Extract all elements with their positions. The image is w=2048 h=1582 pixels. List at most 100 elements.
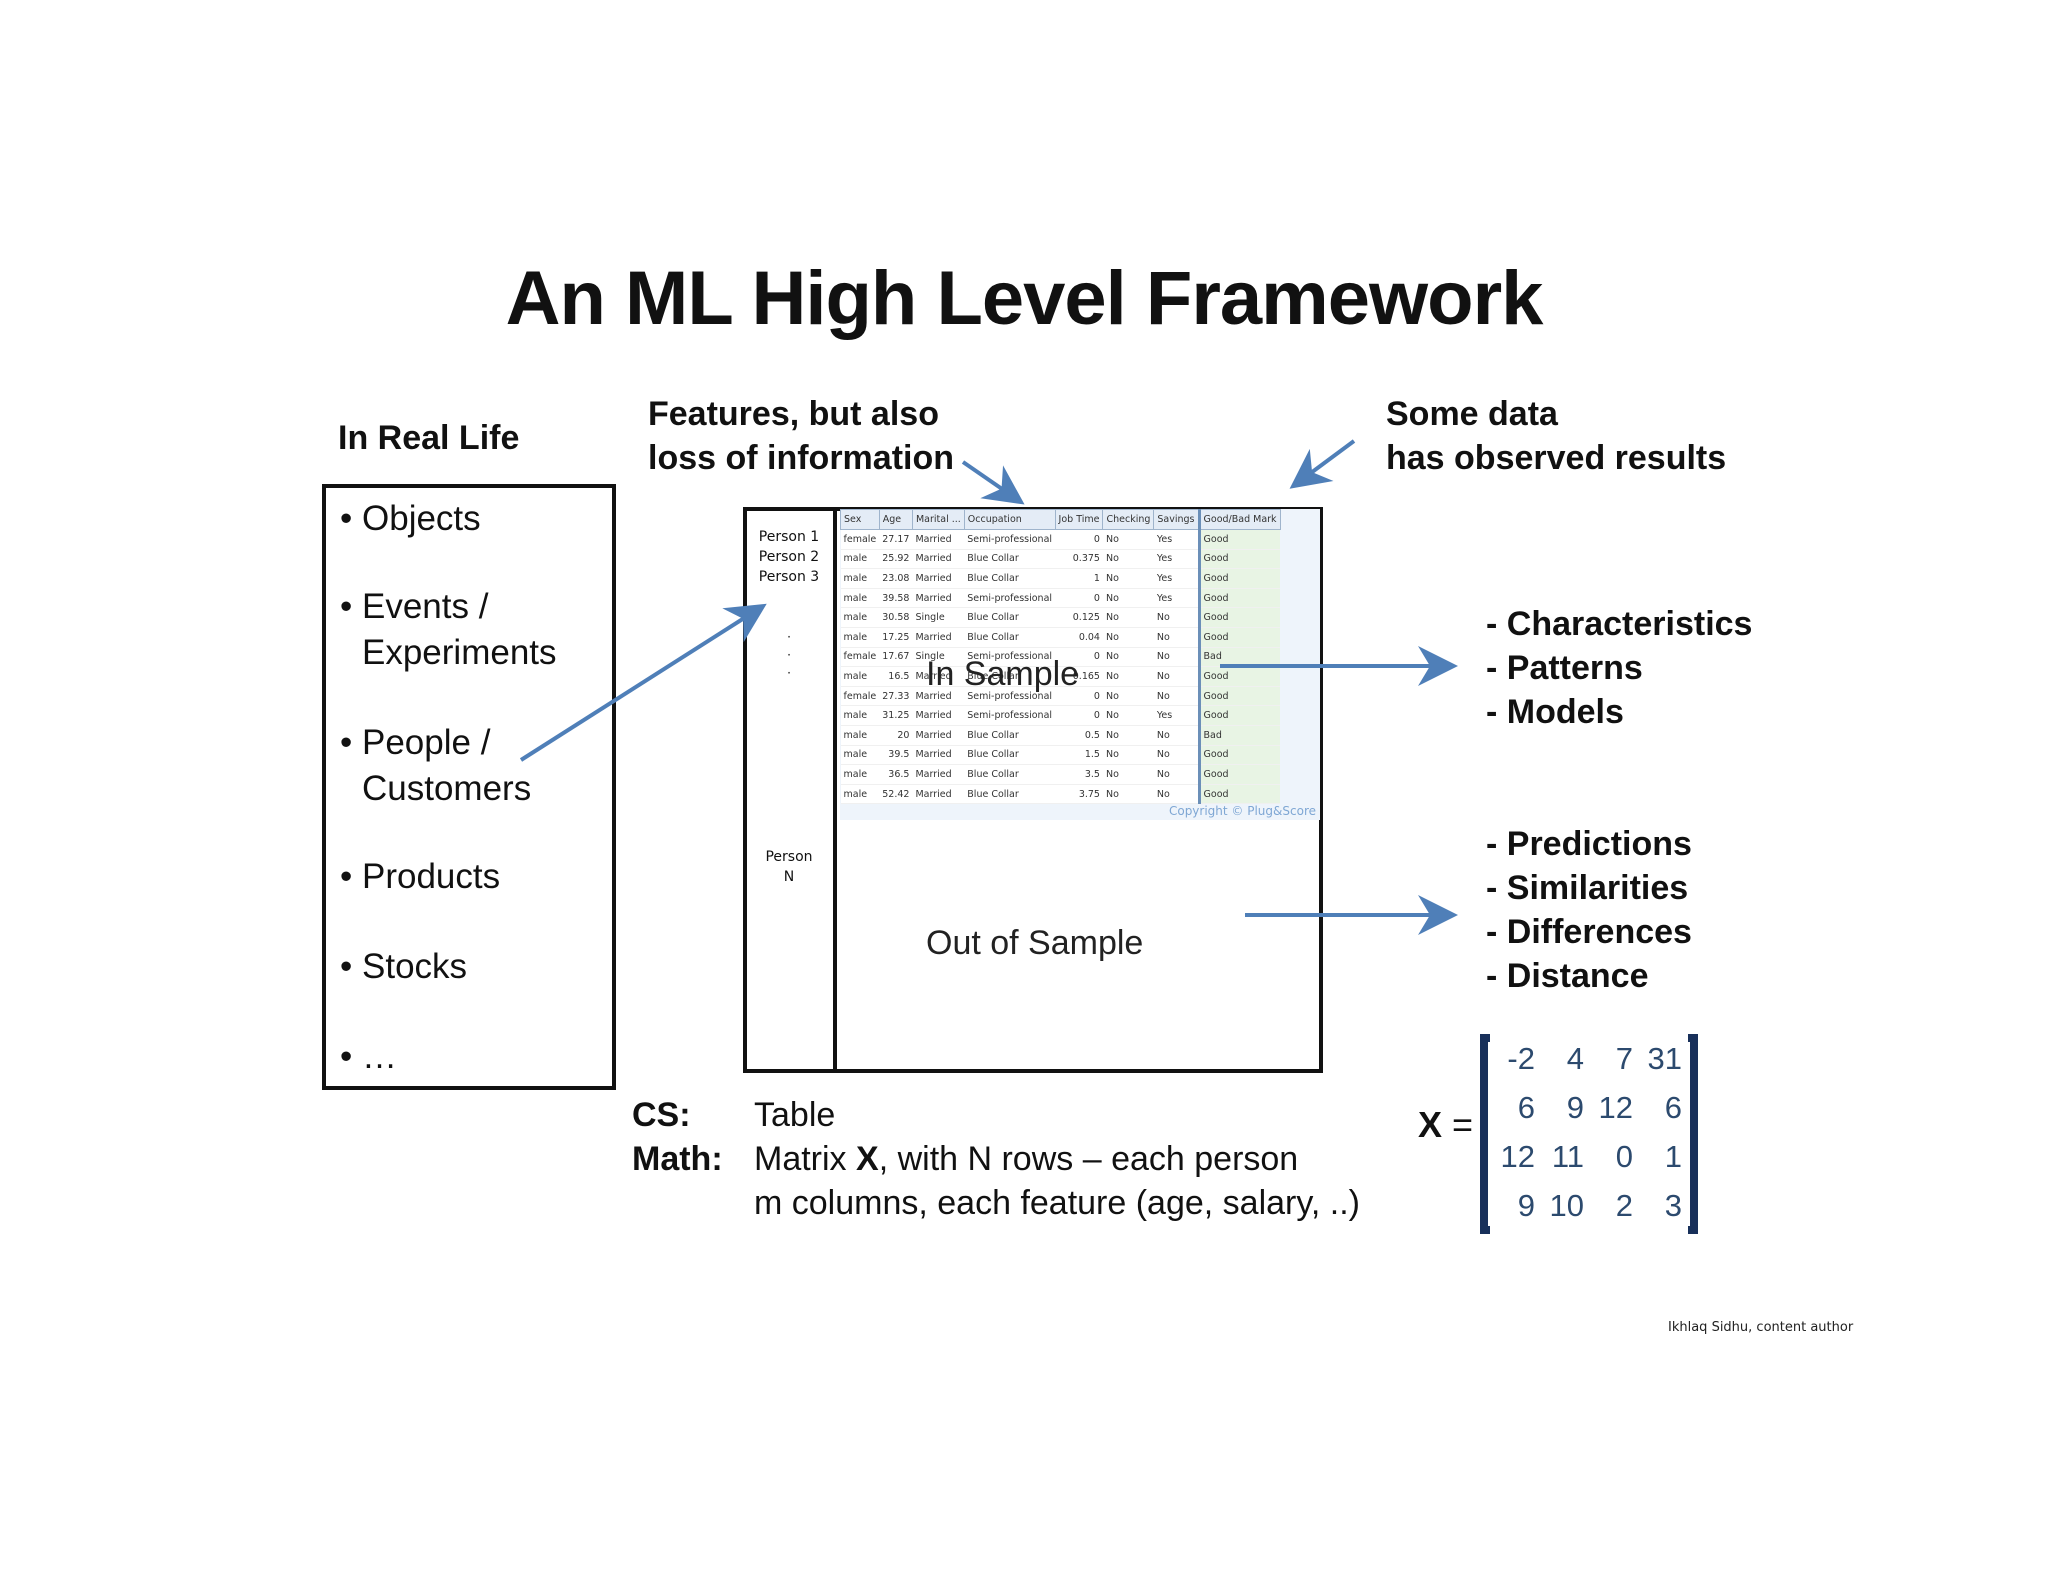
observed-results-arrow: [1289, 439, 1356, 489]
table-cell: 39.58: [879, 588, 913, 609]
table-cell: male: [840, 549, 880, 570]
table-cell: Blue Collar: [964, 627, 1056, 648]
table-cell: 52.42: [879, 784, 913, 805]
table-cell: Blue Collar: [964, 764, 1056, 785]
table-cell: No: [1153, 764, 1200, 785]
out-of-sample-outputs: - Predictions - Similarities - Differenc…: [1486, 825, 1692, 995]
table-cell: Blue Collar: [964, 666, 1056, 687]
table-cell: Good: [1197, 627, 1281, 648]
table-cell: Married: [912, 725, 965, 746]
table-cell: No: [1102, 764, 1154, 785]
table-cell: 0: [1055, 529, 1103, 550]
table-cell: Married: [912, 784, 965, 805]
table-cell: Yes: [1153, 705, 1200, 726]
table-cell: Good: [1197, 568, 1281, 589]
matrix-left-bracket: [1480, 1034, 1490, 1234]
math-label: Math:: [632, 1140, 723, 1178]
table-cell: Blue Collar: [964, 725, 1056, 746]
observed-note: Some data has observed results: [1386, 395, 1727, 477]
table-cell: 0.375: [1055, 549, 1103, 570]
table-cell: Good: [1197, 686, 1281, 707]
in-sample-label: In Sample: [926, 655, 1080, 693]
table-column-header: Checking: [1102, 509, 1155, 530]
table-cell: 16.5: [879, 666, 913, 687]
table-cell: Bad: [1197, 725, 1281, 746]
real-life-item: •Products: [340, 857, 501, 896]
person-ellipsis: · · ·: [787, 630, 791, 680]
matrix-cell: 3: [1664, 1187, 1682, 1223]
table-cell: Good: [1197, 764, 1281, 785]
matrix-label: X =: [1418, 1104, 1474, 1145]
table-cell: male: [840, 627, 880, 648]
table-cell: Yes: [1153, 549, 1200, 570]
table-cell: Yes: [1153, 568, 1200, 589]
table-cell: Yes: [1153, 529, 1200, 550]
table-cell: 0: [1055, 705, 1103, 726]
table-cell: Blue Collar: [964, 549, 1056, 570]
table-cell: Good: [1197, 745, 1281, 766]
table-cell: No: [1102, 549, 1154, 570]
table-cell: 39.5: [879, 745, 913, 766]
matrix-cell: -2: [1507, 1040, 1535, 1076]
table-cell: Married: [912, 705, 965, 726]
matrix-cell: 9: [1566, 1089, 1584, 1125]
table-cell: 0.165: [1055, 666, 1103, 687]
table-cell: male: [840, 666, 880, 687]
table-cell: female: [840, 686, 880, 707]
table-cell: Good: [1197, 784, 1281, 805]
table-cell: Married: [912, 666, 965, 687]
table-column-header: Occupation: [963, 509, 1056, 530]
table-cell: Married: [912, 627, 965, 648]
table-cell: 27.33: [879, 686, 913, 707]
table-cell: 0.125: [1055, 607, 1103, 628]
table-cell: 27.17: [879, 529, 913, 550]
table-cell: No: [1153, 627, 1200, 648]
table-cell: No: [1153, 666, 1200, 687]
table-cell: 20: [879, 725, 913, 746]
real-life-item: •…: [340, 1037, 397, 1076]
out-of-sample-label: Out of Sample: [926, 924, 1144, 962]
features-arrow: [961, 460, 1025, 505]
math-text: Matrix X, with N rows – each person m co…: [754, 1140, 1360, 1222]
matrix-cell: 6: [1664, 1089, 1682, 1125]
matrix-cell: 1: [1664, 1138, 1682, 1174]
matrix-cell: 6: [1517, 1089, 1535, 1125]
table-cell: 1.5: [1055, 745, 1103, 766]
table-cell: No: [1102, 647, 1154, 668]
table-cell: Good: [1197, 666, 1281, 687]
people-to-table-arrow: [519, 603, 767, 762]
table-cell: No: [1153, 784, 1200, 805]
table-cell: Semi-professional: [964, 686, 1056, 707]
table-cell: No: [1102, 588, 1154, 609]
matrix-cell: 0: [1615, 1138, 1633, 1174]
table-cell: Married: [912, 568, 965, 589]
table-cell: Semi-professional: [964, 529, 1056, 550]
in-sample-outputs: - Characteristics - Patterns - Models: [1486, 605, 1753, 731]
table-cell: No: [1102, 607, 1154, 628]
person-n-label: Person N: [765, 849, 813, 885]
row-label-divider: [833, 507, 837, 1073]
table-cell: Semi-professional: [964, 705, 1056, 726]
table-cell: 1: [1055, 568, 1103, 589]
table-cell: Married: [912, 529, 965, 550]
table-cell: No: [1102, 745, 1154, 766]
table-cell: Married: [912, 745, 965, 766]
table-column-header: Marital ...: [911, 509, 965, 530]
table-cell: male: [840, 725, 880, 746]
table-cell: Good: [1197, 588, 1281, 609]
table-cell: No: [1102, 725, 1154, 746]
table-cell: 31.25: [879, 705, 913, 726]
